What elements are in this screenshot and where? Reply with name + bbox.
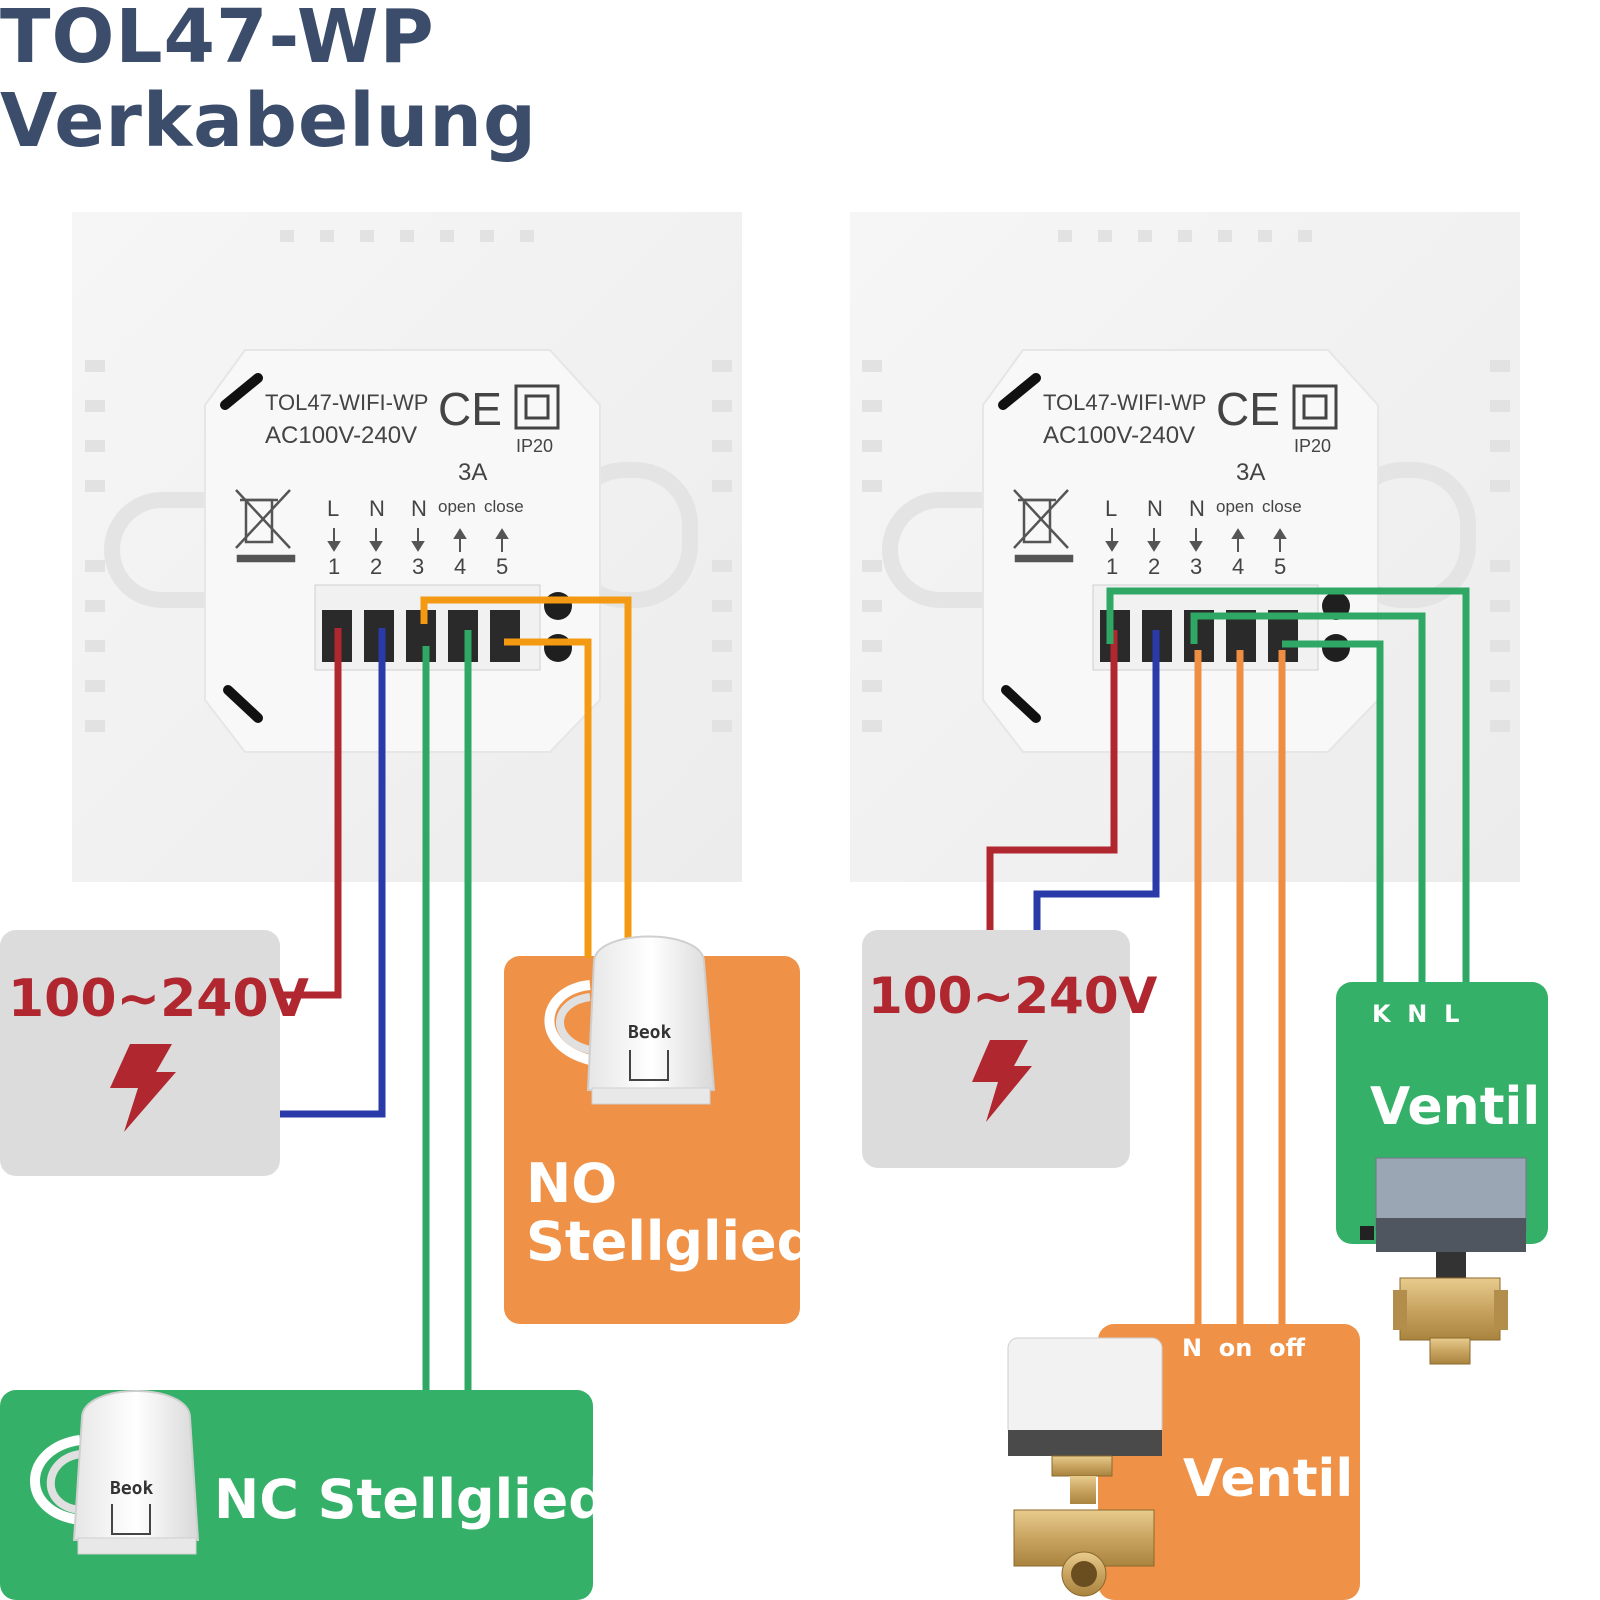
left-ce-mark: CE (438, 383, 502, 435)
right-terminal-block (1092, 584, 1350, 671)
left-terminal-letter-L: L (327, 496, 339, 521)
right-terminal-letter-N2: N (1189, 496, 1205, 521)
right-current-label: 3A (1236, 459, 1265, 486)
valve-green-label: Ventil (1370, 1077, 1540, 1137)
nc-actuator-icon (72, 1390, 200, 1541)
left-terminal-num-2: 2 (370, 554, 382, 579)
no-actuator-label-line1: NO (526, 1152, 617, 1215)
left-plate-dots (85, 230, 732, 732)
left-model-label: TOL47-WIFI-WP (265, 390, 428, 415)
ball-valve-actuator-icon (1007, 1337, 1163, 1439)
right-voltage-label: AC100V-240V (1043, 422, 1195, 449)
left-wire-L-red (280, 628, 342, 999)
left-voltage-label: AC100V-240V (265, 422, 417, 449)
left-wire-no-open (504, 638, 592, 958)
right-wire-valve-L (1106, 587, 1470, 982)
left-weee-bin-icon (235, 489, 296, 563)
left-terminal-num-4: 4 (454, 554, 466, 579)
right-terminal-num-1: 1 (1106, 554, 1118, 579)
left-terminal-num-1: 1 (328, 554, 340, 579)
left-open-label: open (438, 497, 476, 516)
right-double-insulation-icon (1292, 384, 1338, 430)
valve-orange-terminals: N on off (1182, 1334, 1306, 1362)
right-wire-L-red (986, 630, 1118, 930)
right-close-label: close (1262, 497, 1302, 516)
left-wires (280, 596, 632, 1390)
right-terminal-arrows (1105, 528, 1287, 552)
right-wire-valve-N (1190, 612, 1426, 982)
valve-body-icon (1399, 1277, 1501, 1341)
valve-box-orange (1098, 1324, 1360, 1600)
nc-actuator-image: Beok (30, 1390, 200, 1555)
left-current-label: 3A (458, 459, 487, 486)
right-terminal-letter-L: L (1105, 496, 1117, 521)
ball-valve-body-icon (1013, 1509, 1155, 1567)
right-ip-label: IP20 (1294, 436, 1331, 456)
left-close-label: close (484, 497, 524, 516)
right-power-label: 100~240V (868, 967, 1158, 1025)
orange-valve-image (1007, 1337, 1163, 1597)
right-clip-bottom (1001, 685, 1041, 723)
no-actuator-label-line2: Stellglied (526, 1210, 815, 1273)
left-lightning-icon (110, 1044, 176, 1132)
right-terminal-letter-N: N (1147, 496, 1163, 521)
right-model-label: TOL47-WIFI-WP (1043, 390, 1206, 415)
green-valve-image (1360, 1157, 1527, 1365)
right-terminal-num-2: 2 (1148, 554, 1160, 579)
right-weee-bin-icon (1013, 489, 1074, 563)
left-clip-top (220, 373, 263, 410)
left-clip-bottom (223, 685, 263, 723)
left-thermostat: TOL47-WIFI-WP AC100V-240V CE IP20 3A L N… (72, 212, 742, 882)
page-title-line1: TOL47-WP (0, 0, 435, 80)
valve-orange-label: Ventil (1183, 1449, 1353, 1509)
left-wire-no-neutral (420, 596, 632, 958)
right-plate-dots (862, 230, 1510, 732)
left-ip-label: IP20 (516, 436, 553, 456)
left-double-insulation-icon (514, 384, 560, 430)
left-terminal-num-3: 3 (412, 554, 424, 579)
nc-actuator-label: NC Stellglied (214, 1468, 607, 1531)
left-terminal-letter-N: N (369, 496, 385, 521)
right-terminal-num-4: 4 (1232, 554, 1244, 579)
right-clip-top (998, 373, 1041, 410)
left-terminal-arrows (327, 528, 509, 552)
right-open-label: open (1216, 497, 1254, 516)
left-wire-N-blue (280, 628, 386, 1118)
right-lightning-icon (972, 1040, 1032, 1122)
left-power-label: 100~240V (8, 969, 309, 1029)
right-wires (986, 587, 1470, 1324)
right-ce-mark: CE (1216, 383, 1280, 435)
left-terminal-letter-N2: N (411, 496, 427, 521)
nc-actuator-brand: Beok (110, 1478, 154, 1499)
right-wire-N-blue (1033, 630, 1160, 930)
no-actuator-brand: Beok (628, 1022, 672, 1043)
right-terminal-num-5: 5 (1274, 554, 1286, 579)
valve-green-terminals: K N L (1372, 1000, 1459, 1028)
left-terminal-num-5: 5 (496, 554, 508, 579)
right-terminal-num-3: 3 (1190, 554, 1202, 579)
no-actuator-image: Beok (544, 935, 716, 1105)
no-actuator-icon (586, 935, 716, 1091)
page-title-line2: Verkabelung (0, 78, 537, 164)
right-wire-valve-K (1282, 640, 1384, 982)
